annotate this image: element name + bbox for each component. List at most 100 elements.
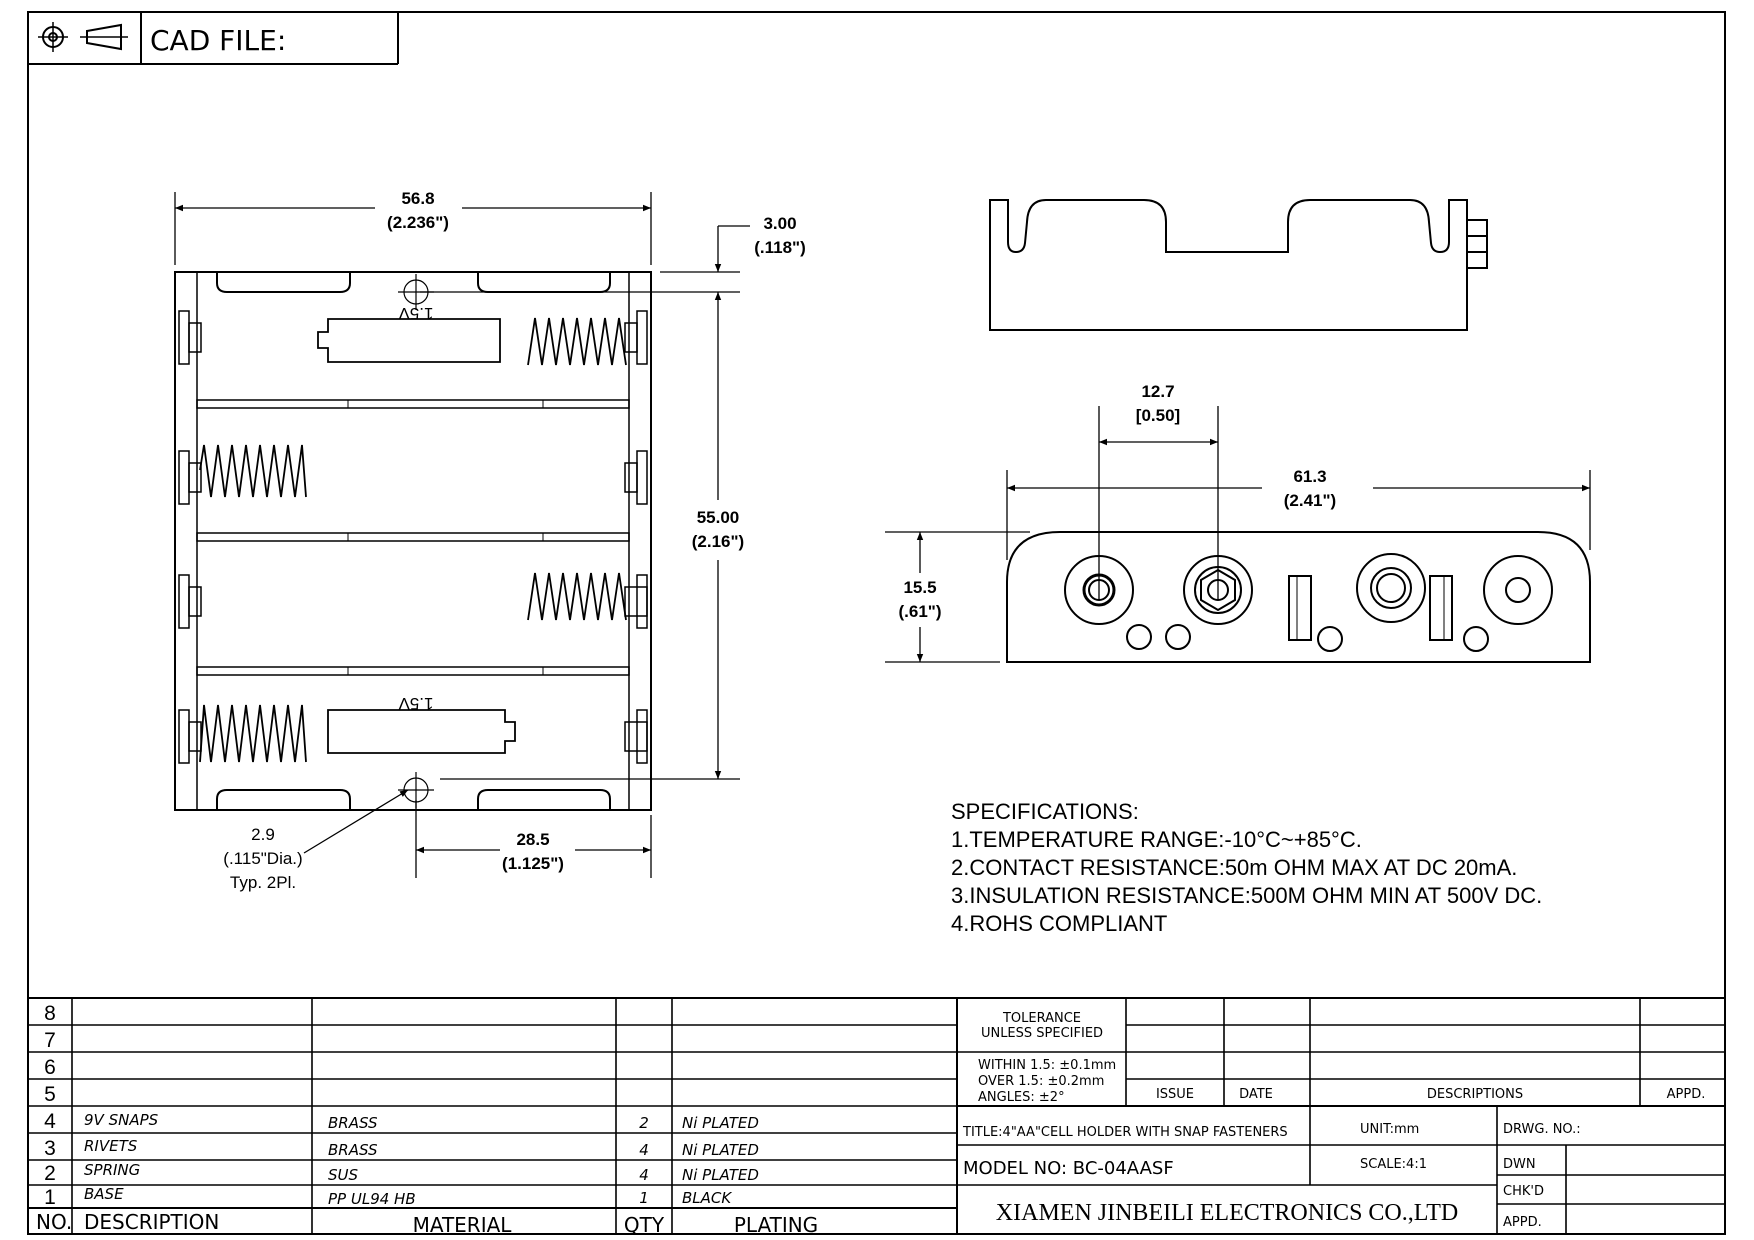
cell-divider [196,399,630,409]
snap-spacing-mm: 12.7 [1141,382,1174,401]
bom-row-no: 5 [44,1083,56,1106]
cell-voltage-label: 1.5V [398,694,434,713]
title-block [957,998,1725,1234]
date-label: DATE [1239,1087,1273,1102]
cell-voltage-label: 1.5V [398,304,434,323]
bom-description: BASE [84,1185,124,1203]
bom-row-no: 3 [44,1137,56,1160]
approved-by-label: APPD. [1503,1215,1542,1230]
snap-fastener [1466,219,1488,269]
cad-file-box: CAD FILE: [28,12,399,65]
bom-material: BRASS [328,1114,378,1132]
drawn-by-label: DWN [1503,1157,1536,1172]
bom-header-no: NO. [36,1210,72,1234]
bom-row-no: 6 [44,1056,56,1079]
depth-mm: 15.5 [903,578,936,597]
side-view [989,199,1488,331]
rivet-icon [1356,553,1426,623]
bom-material: SUS [328,1166,359,1184]
sheet-border [27,11,1726,1235]
end-view-dimensions [885,406,1591,663]
offset-in: (.118") [754,238,806,257]
width-in: (2.236") [387,213,449,232]
bom-row-no: 7 [44,1029,56,1052]
scale-label: SCALE:4:1 [1360,1157,1427,1172]
bom-row-no: 4 [44,1110,56,1133]
slot [477,272,611,293]
issue-label: ISSUE [1156,1087,1194,1102]
hole-diameter-in: (.115"Dia.) [223,849,302,868]
spring [527,317,627,366]
hole-note: Typ. 2Pl. [230,873,296,892]
holder-outline [174,271,652,811]
cell-divider [196,532,630,542]
spring [199,704,307,763]
descriptions-label: DESCRIPTIONS [1427,1087,1523,1102]
end-view [1006,531,1591,663]
top-view-dimensions [174,192,750,878]
bom-header: NO. DESCRIPTION MATERIAL QTY PLATING [36,1210,818,1237]
appd-label: APPD. [1667,1087,1706,1102]
slot [216,789,351,810]
bom-material: BRASS [328,1141,378,1159]
overall-length-in: (2.41") [1284,491,1336,510]
spec-line: 3.INSULATION RESISTANCE:500M OHM MIN AT … [951,883,1542,908]
cell-1 [317,318,501,363]
projection-symbol-icon [38,22,128,52]
tolerance-within: WITHIN 1.5: ±0.1mm [978,1058,1116,1073]
bom-header-plating: PLATING [734,1213,818,1237]
bom-rows: 9V SNAPS BRASS 2 Ni PLATED RIVETS BRASS … [84,1111,759,1208]
bom-description: SPRING [84,1161,140,1179]
cell-4 [327,709,516,754]
half-width-mm: 28.5 [516,830,549,849]
tolerance-angles: ANGLES: ±2° [978,1090,1065,1105]
height-in: (2.16") [692,532,744,551]
overall-length-mm: 61.3 [1293,467,1326,486]
height-mm: 55.00 [697,508,740,527]
bom-description: RIVETS [84,1137,138,1155]
cell-divider [196,666,630,676]
bom-material: PP UL94 HB [328,1190,416,1208]
hole-diameter-mm: 2.9 [251,825,275,844]
cad-file-label: CAD FILE: [150,24,286,57]
spring [199,444,307,498]
spec-line: 4.ROHS COMPLIANT [951,911,1167,936]
bom-header-qty: QTY [624,1213,665,1237]
bom-qty: 1 [639,1189,649,1207]
tolerance-over: OVER 1.5: ±0.2mm [978,1074,1104,1089]
terminal-tab [178,310,648,764]
offset-mm: 3.00 [763,214,796,233]
snap-spacing-in: [0.50] [1136,406,1180,425]
unit-label: UNIT:mm [1360,1122,1419,1137]
bom-plating: Ni PLATED [682,1114,759,1132]
width-mm: 56.8 [401,189,434,208]
bom-row-no: 1 [44,1186,56,1209]
drawing-number-label: DRWG. NO.: [1503,1122,1581,1137]
top-view [174,271,652,811]
company-name: XIAMEN JINBEILI ELECTRONICS CO.,LTD [996,1200,1458,1226]
checked-by-label: CHK'D [1503,1184,1544,1199]
title-block-text: TOLERANCE UNLESS SPECIFIED WITHIN 1.5: ±… [962,1011,1705,1230]
spec-line: 2.CONTACT RESISTANCE:50m OHM MAX AT DC 2… [951,855,1517,880]
depth-in: (.61") [898,602,941,621]
bom-row-no: 8 [44,1002,56,1025]
terminal-slot [1429,575,1453,641]
specifications: SPECIFICATIONS: 1.TEMPERATURE RANGE:-10°… [951,799,1542,936]
bom-table [28,997,1725,1234]
slot [477,789,611,810]
bom-header-description: DESCRIPTION [84,1210,219,1234]
drawing-title: TITLE:4"AA"CELL HOLDER WITH SNAP FASTENE… [962,1125,1288,1140]
bom-row-numbers: 8 7 6 5 4 3 2 1 [44,1002,56,1209]
tolerance-label: TOLERANCE [1002,1011,1081,1026]
terminal-slot [1288,575,1312,641]
half-width-in: (1.125") [502,854,564,873]
bom-qty: 4 [639,1166,649,1184]
bom-plating: BLACK [682,1189,732,1207]
bom-qty: 2 [639,1114,649,1132]
rivet-icon [1483,555,1553,625]
bom-row-no: 2 [44,1162,56,1185]
specifications-heading: SPECIFICATIONS: [951,799,1139,824]
slot [216,272,351,293]
